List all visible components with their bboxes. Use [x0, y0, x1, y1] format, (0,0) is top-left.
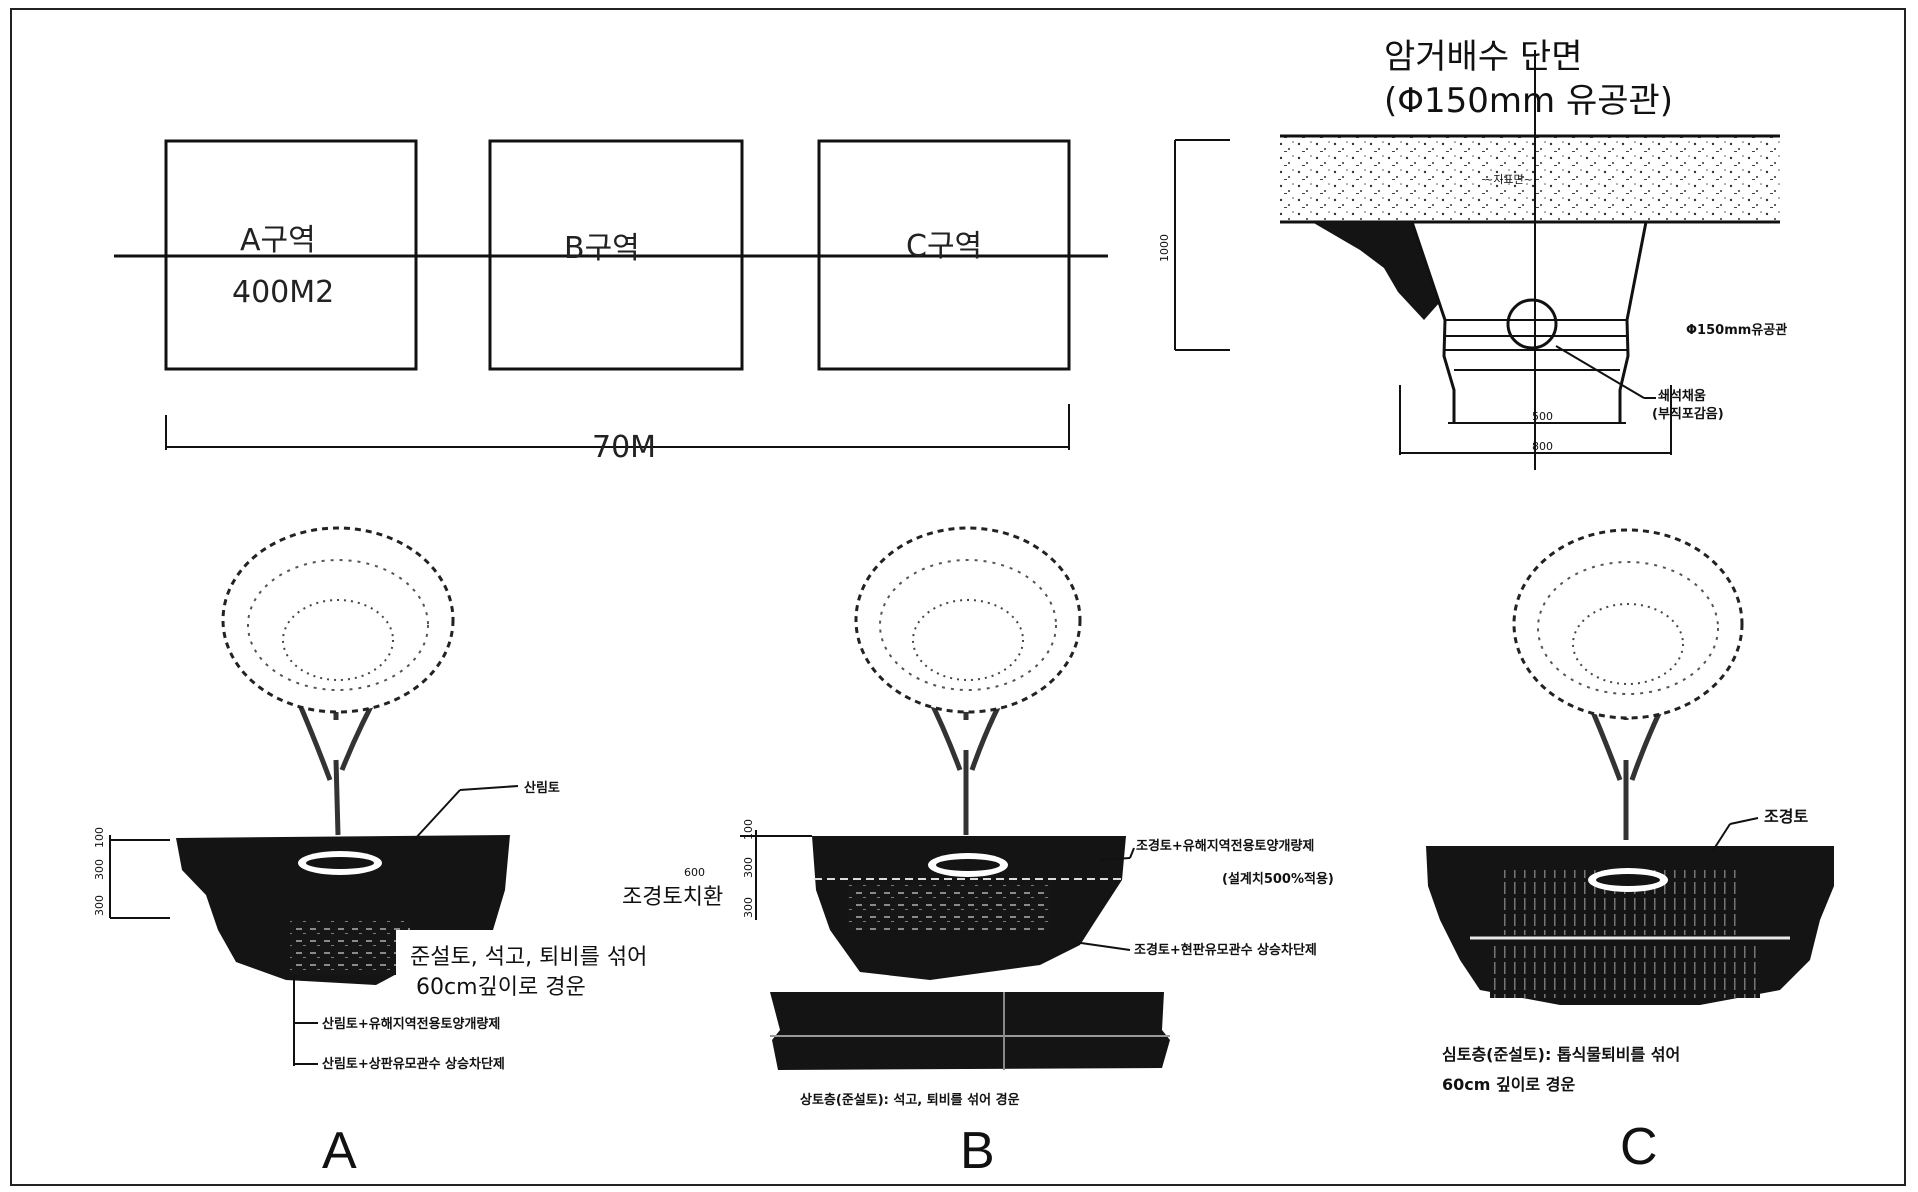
a-note-line2: 60cm깊이로 경운	[416, 975, 586, 1000]
c-top-label: 조경토	[1764, 807, 1808, 826]
excavation-dark-area	[1312, 222, 1440, 320]
total-length-label: 70M	[592, 430, 656, 465]
perforated-pipe	[1506, 298, 1558, 350]
b-depth-mark-1: 100	[742, 819, 755, 840]
a-bottom-label2: 산림토+상판유모관수 상승차단제	[322, 1056, 505, 1072]
b-depth-mark-2: 300	[742, 857, 755, 878]
drain-title-line2: (Φ150mm 유공관)	[1384, 81, 1673, 121]
gravel-label-line2: (부직포감음)	[1652, 406, 1724, 422]
top-soil-layer	[1280, 136, 1780, 222]
section-c: 조경토 심토층(준설토): 톱식물퇴비를 섞어 60cm 깊이로 경운 C	[1426, 528, 1834, 1176]
inner-width-label: 500	[1532, 410, 1553, 423]
a-top-label: 산림토	[524, 780, 560, 796]
tree-a	[221, 526, 455, 836]
drawing-frame	[10, 8, 1906, 1186]
b-top-sub-label: (설계치500%적용)	[1222, 871, 1334, 887]
b-top-label: 조경토+유해지역전용토양개량제	[1136, 838, 1314, 854]
zone-a-area: 400M2	[232, 275, 334, 310]
section-a-letter: A	[322, 1122, 357, 1180]
c-bottom-label-line1: 심토층(준설토): 톱식물퇴비를 섞어	[1442, 1045, 1680, 1064]
drain-title-line1: 암거배수 단면	[1384, 37, 1583, 77]
zone-a-label: A구역	[240, 223, 316, 258]
a-depth-mark-1: 100	[93, 827, 106, 848]
section-c-letter: C	[1620, 1118, 1658, 1176]
b-replace-depth: 600	[684, 866, 705, 879]
b-mid-label: 조경토+현판유모관수 상승차단제	[1134, 942, 1317, 958]
subsoil-layer-b	[770, 992, 1170, 1070]
b-depth-mark-3: 300	[742, 897, 755, 918]
a-depth-mark-2: 300	[93, 859, 106, 880]
plan-view: A구역 400M2 B구역 C구역 70M	[114, 139, 1108, 465]
zone-c-label: C구역	[906, 229, 982, 264]
drain-section: 암거배수 단면 (Φ150mm 유공관) ~지표면~ 1000 500 800	[1158, 37, 1787, 470]
zone-b-label: B구역	[564, 231, 640, 266]
tree-c	[1512, 528, 1744, 840]
section-b: 100 300 300 600 조경토치환 조경토+유해지역전용토양개량제 (설…	[622, 526, 1334, 1180]
b-replace-label: 조경토치환	[622, 885, 723, 910]
c-bottom-label-line2: 60cm 깊이로 경운	[1442, 1075, 1575, 1094]
outer-width-label: 800	[1532, 440, 1553, 453]
depth-label: 1000	[1158, 234, 1171, 262]
gravel-label-line1: 쇄석채움	[1658, 388, 1706, 404]
top-soil-label: ~지표면~	[1484, 173, 1533, 186]
a-note-line1: 준설토, 석고, 퇴비를 섞어	[410, 945, 647, 970]
section-a: 100 300 300 산림토 준설토, 석고, 퇴비를 섞어 60cm깊이로 …	[93, 526, 672, 1180]
b-bottom-label: 상토층(준설토): 석고, 퇴비를 섞어 경운	[800, 1092, 1020, 1108]
pipe-label: Φ150mm유공관	[1686, 322, 1787, 338]
a-bottom-label1: 산림토+유해지역전용토양개량제	[322, 1016, 500, 1032]
section-b-letter: B	[960, 1122, 995, 1180]
tree-b	[854, 526, 1082, 835]
a-depth-mark-3: 300	[93, 895, 106, 916]
